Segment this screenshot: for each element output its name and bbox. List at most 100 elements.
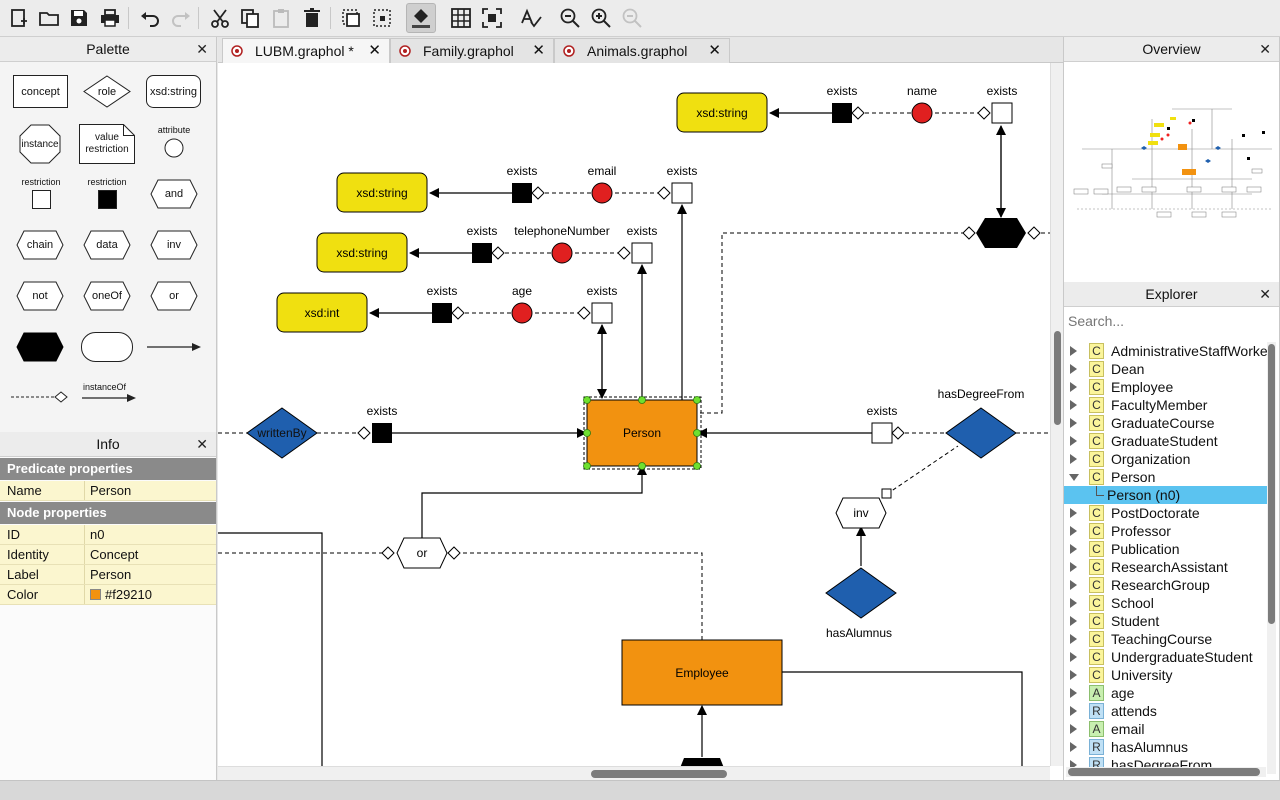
palette-role[interactable]: role xyxy=(83,75,131,108)
palette-input-edge[interactable] xyxy=(10,387,68,407)
palette-value-domain[interactable]: xsd:string xyxy=(146,75,201,108)
open-folder-icon[interactable] xyxy=(34,3,64,33)
collapsed-arrow-icon[interactable] xyxy=(1070,526,1077,536)
palette-restriction-white[interactable]: restriction xyxy=(14,177,68,211)
palette-not[interactable]: not xyxy=(16,281,64,311)
zoom-in-icon[interactable] xyxy=(586,3,616,33)
collapsed-arrow-icon[interactable] xyxy=(1070,742,1077,752)
paste-icon[interactable] xyxy=(266,3,296,33)
center-diagram-icon[interactable] xyxy=(477,3,507,33)
value-domain-node[interactable]: xsd:string xyxy=(676,92,768,133)
palette-property-assertion[interactable] xyxy=(16,332,64,362)
color-picker[interactable]: #f29210 xyxy=(90,585,152,605)
range-restriction-node[interactable]: exists xyxy=(667,164,698,204)
explorer-vertical-scrollbar[interactable] xyxy=(1267,342,1276,774)
collapsed-arrow-icon[interactable] xyxy=(1070,652,1077,662)
deselect-icon[interactable] xyxy=(367,3,397,33)
role-node-hasAlumnus[interactable]: hasAlumnus xyxy=(825,567,897,640)
close-tab-icon[interactable]: ✕ xyxy=(368,42,381,59)
close-tab-icon[interactable]: ✕ xyxy=(532,42,545,59)
collapsed-arrow-icon[interactable] xyxy=(1070,616,1077,626)
explorer-hscrollbar-thumb[interactable] xyxy=(1068,768,1260,776)
range-restriction-node[interactable]: exists xyxy=(627,224,658,264)
close-tab-icon[interactable]: ✕ xyxy=(708,42,721,59)
domain-restriction-node[interactable]: exists xyxy=(827,84,858,123)
domain-restriction-node[interactable]: exists xyxy=(367,404,398,443)
role-node-hasDegreeFrom[interactable]: hasDegreeFrom xyxy=(938,387,1025,459)
diagram-canvas[interactable]: xsd:string xsd:string xsd:string xsd:int… xyxy=(218,63,1063,780)
palette-restriction-black[interactable]: restriction xyxy=(80,177,134,211)
collapsed-arrow-icon[interactable] xyxy=(1070,364,1077,374)
collapsed-arrow-icon[interactable] xyxy=(1070,436,1077,446)
range-restriction-node[interactable]: exists xyxy=(987,84,1018,124)
attribute-node-email[interactable]: email xyxy=(588,164,617,204)
value-domain-node[interactable]: xsd:string xyxy=(336,172,428,213)
domain-restriction-node[interactable]: exists xyxy=(507,164,538,203)
collapsed-arrow-icon[interactable] xyxy=(1070,418,1077,428)
collapsed-arrow-icon[interactable] xyxy=(1070,598,1077,608)
fill-color-icon[interactable] xyxy=(406,3,436,33)
collapsed-arrow-icon[interactable] xyxy=(1070,400,1077,410)
label-field[interactable]: Person xyxy=(90,567,132,582)
zoom-out-icon[interactable] xyxy=(555,3,585,33)
color-swatch[interactable] xyxy=(90,589,101,600)
palette-instanceOf-edge[interactable]: instanceOf xyxy=(81,382,137,408)
tab-lubm[interactable]: LUBM.graphol *✕ xyxy=(222,38,390,63)
attribute-node-name[interactable]: name xyxy=(907,84,937,124)
collapsed-arrow-icon[interactable] xyxy=(1070,634,1077,644)
palette-value-restriction[interactable]: value restriction xyxy=(79,124,135,164)
domain-restriction-node[interactable]: exists xyxy=(427,284,458,323)
value-domain-node[interactable]: xsd:int xyxy=(276,292,368,333)
collapsed-arrow-icon[interactable] xyxy=(1070,706,1077,716)
close-icon[interactable]: ✕ xyxy=(1259,286,1271,302)
overview-minimap[interactable] xyxy=(1072,99,1277,224)
palette-oneOf[interactable]: oneOf xyxy=(83,281,131,311)
grid-icon[interactable] xyxy=(446,3,476,33)
select-all-icon[interactable] xyxy=(336,3,366,33)
attribute-node-telephone[interactable]: telephoneNumber xyxy=(514,224,610,264)
range-restriction-node[interactable]: exists xyxy=(867,404,898,444)
collapsed-arrow-icon[interactable] xyxy=(1070,382,1077,392)
palette-attribute[interactable]: attribute xyxy=(152,125,196,161)
expanded-arrow-icon[interactable] xyxy=(1069,474,1079,481)
save-icon[interactable] xyxy=(64,3,94,33)
collapsed-arrow-icon[interactable] xyxy=(1070,562,1077,572)
vertical-scrollbar-thumb[interactable] xyxy=(1054,331,1061,425)
close-icon[interactable]: ✕ xyxy=(196,41,208,57)
explorer-scrollbar-thumb[interactable] xyxy=(1268,344,1275,624)
collapsed-arrow-icon[interactable] xyxy=(1070,580,1077,590)
palette-inclusion-edge[interactable] xyxy=(146,339,202,355)
palette-and[interactable]: and xyxy=(150,179,198,209)
palette-data[interactable]: data xyxy=(83,230,131,260)
explorer-horizontal-scrollbar[interactable] xyxy=(1066,767,1266,777)
zoom-reset-icon[interactable] xyxy=(617,3,647,33)
attribute-node-age[interactable]: age xyxy=(511,284,533,324)
range-restriction-node[interactable]: exists xyxy=(587,284,618,324)
tab-animals[interactable]: Animals.graphol✕ xyxy=(554,38,730,63)
horizontal-scrollbar-thumb[interactable] xyxy=(591,770,727,778)
cut-icon[interactable] xyxy=(205,3,235,33)
name-field[interactable]: Person xyxy=(90,483,132,498)
new-document-icon[interactable] xyxy=(4,3,34,33)
collapsed-arrow-icon[interactable] xyxy=(1070,544,1077,554)
collapsed-arrow-icon[interactable] xyxy=(1070,454,1077,464)
role-node-writtenBy[interactable]: writtenBy xyxy=(246,407,318,459)
close-icon[interactable]: ✕ xyxy=(1259,41,1271,57)
collapsed-arrow-icon[interactable] xyxy=(1070,670,1077,680)
vertical-scrollbar[interactable] xyxy=(1050,63,1063,766)
concept-node-person[interactable]: Person xyxy=(583,396,702,470)
concept-node-employee[interactable]: Employee xyxy=(621,639,783,706)
